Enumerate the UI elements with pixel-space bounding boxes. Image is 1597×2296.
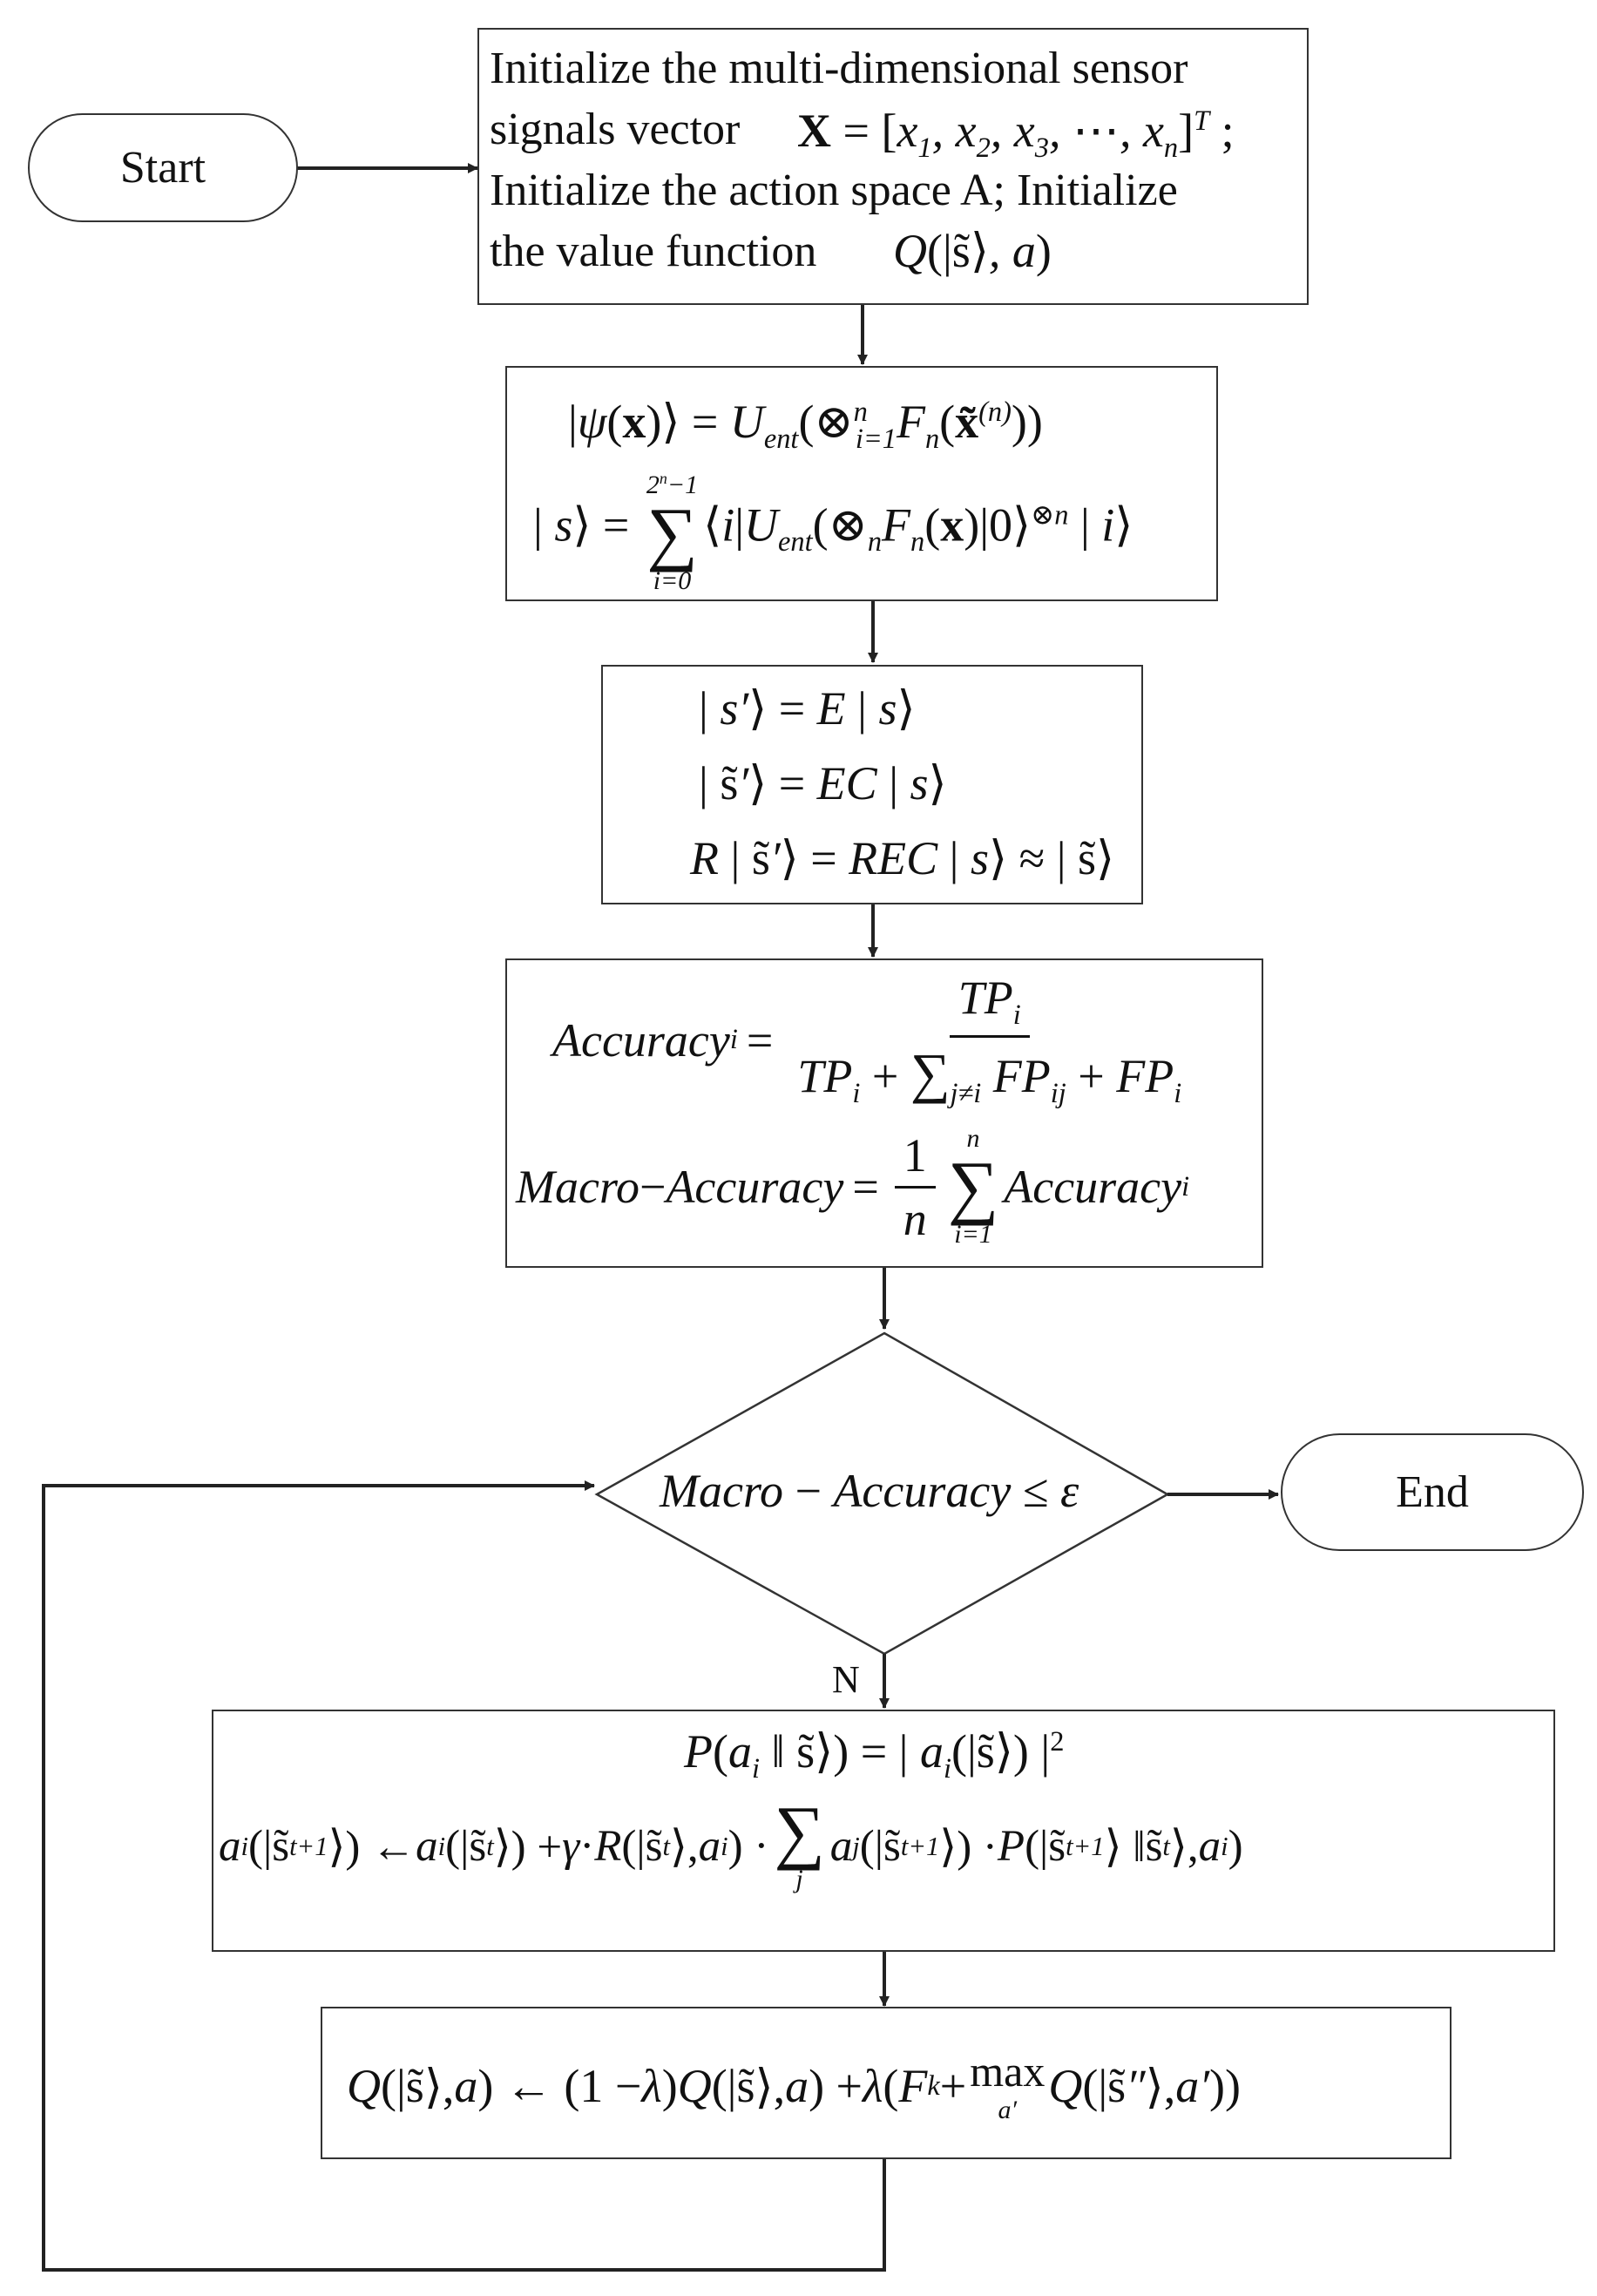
init-line-2: signals vector <box>490 105 741 154</box>
init-value-formula: Q(|s̃⟩, a) <box>893 225 1052 277</box>
start-terminal: Start <box>28 113 298 222</box>
correction-box: | s′⟩ = E | s⟩ | s̃′⟩ = EC | s⟩ R | s̃′⟩… <box>601 665 1143 904</box>
init-line-4: the value function <box>490 227 817 276</box>
encoding-box: |ψ(x)⟩ = Uent(⊗ni=1Fn(x̃(n))) | s⟩ = 2n−… <box>505 366 1218 601</box>
correction-formula-1: | s′⟩ = E | s⟩ <box>699 682 916 735</box>
init-box: Initialize the multi-dimensional sensor … <box>477 28 1309 305</box>
end-terminal: End <box>1281 1433 1584 1551</box>
init-line-1: Initialize the multi-dimensional sensor <box>490 44 1188 93</box>
correction-formula-3: R | s̃′⟩ = REC | s⟩ ≈ | s̃⟩ <box>690 832 1115 884</box>
correction-formula-2: | s̃′⟩ = EC | s⟩ <box>699 757 947 809</box>
start-label: Start <box>119 143 206 193</box>
init-vector-formula: X = [x1, x2, x3, ⋯, xn]T ; <box>797 105 1235 164</box>
loop-back-line <box>42 1480 886 2272</box>
decision-no-label: N <box>832 1658 860 1701</box>
init-line-3: Initialize the action space A; Initializ… <box>490 166 1178 215</box>
encoding-formula-1: |ψ(x)⟩ = Uent(⊗ni=1Fn(x̃(n))) <box>568 396 1043 455</box>
probability-formula: P(ai ‖ s̃⟩) = | ai(|s̃⟩) |2 <box>684 1725 1065 1785</box>
end-label: End <box>1396 1467 1469 1517</box>
decision-condition: Macro − Accuracy ≤ ε <box>660 1465 1079 1517</box>
encoding-formula-2: | s⟩ = 2n−1∑i=0⟨i|Uent(⊗nFn(x)|0⟩⊗n | i⟩ <box>533 470 1133 595</box>
